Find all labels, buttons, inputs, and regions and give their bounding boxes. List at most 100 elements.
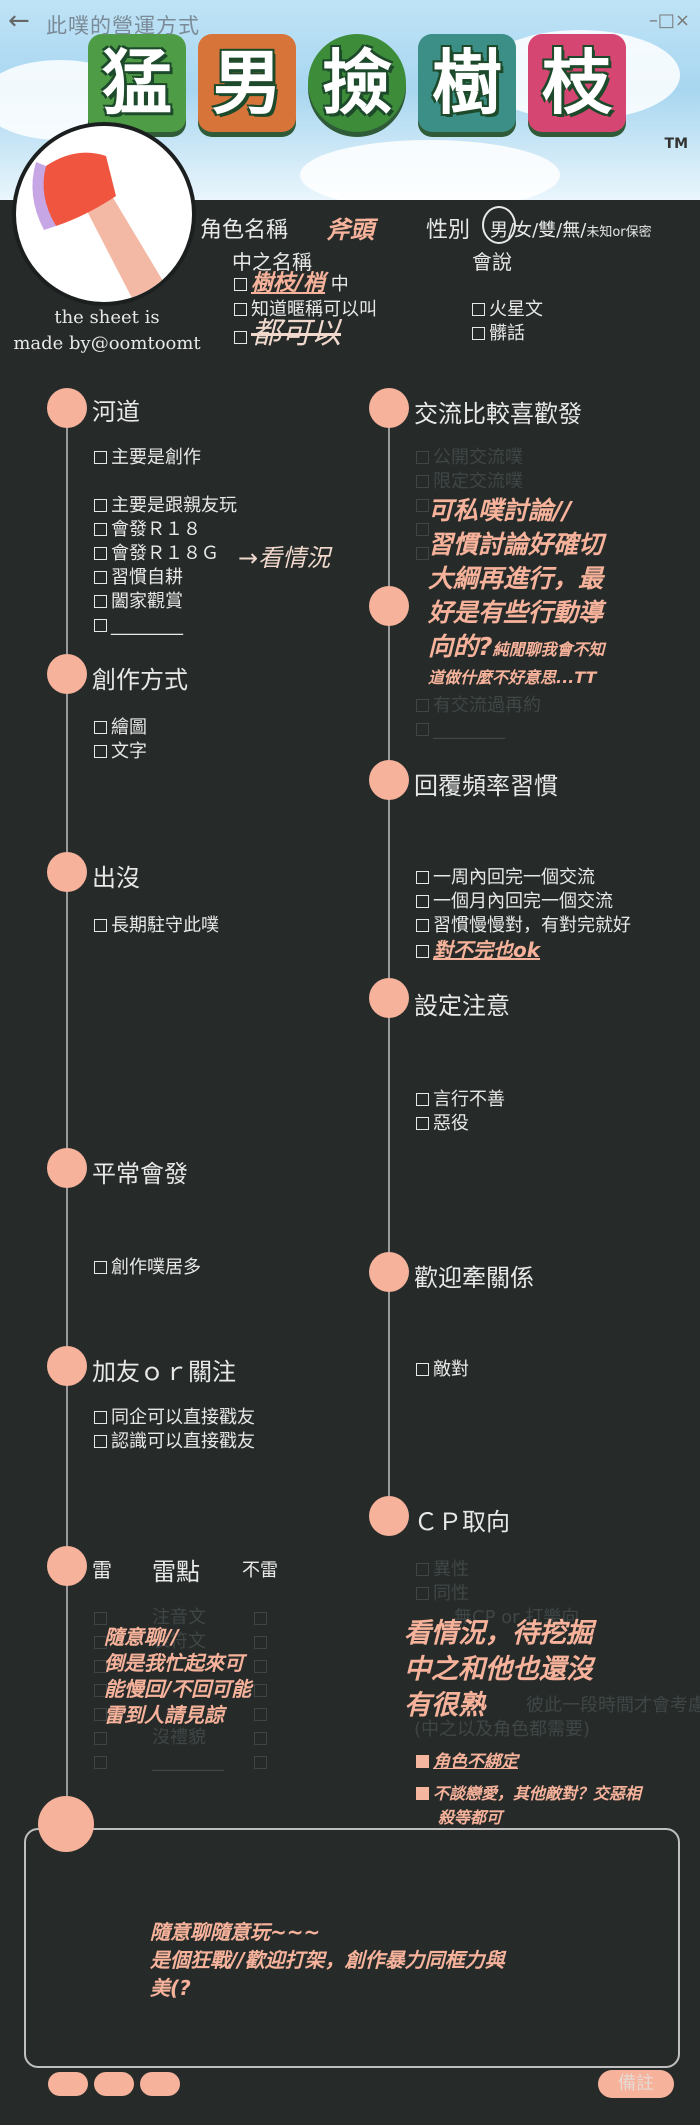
- speak-option[interactable]: 髒話: [472, 322, 525, 346]
- no-mine-checkbox[interactable]: [254, 1660, 267, 1673]
- left-timeline: [66, 410, 68, 1840]
- mine-checkbox[interactable]: [94, 1660, 107, 1673]
- axe-icon: [32, 152, 170, 302]
- cp-option[interactable]: 同性: [416, 1582, 469, 1606]
- no-mine-column-label: 不雷: [242, 1560, 278, 1581]
- arrow-left-icon[interactable]: ←: [8, 6, 30, 36]
- exchange-option[interactable]: 公開交流噗: [416, 446, 523, 470]
- page-button[interactable]: [48, 2072, 88, 2096]
- page-title: 此噗的營運方式: [46, 14, 200, 38]
- often-option[interactable]: 創作噗居多: [94, 1256, 201, 1280]
- cp-option[interactable]: 異性: [416, 1558, 469, 1582]
- mine-checkbox[interactable]: [94, 1732, 107, 1745]
- exchange-option[interactable]: [416, 542, 433, 566]
- nakanohito-label: 中之名稱: [232, 250, 312, 274]
- section-title-cp: ＣＰ取向: [414, 1508, 510, 1536]
- cp-dim-text: (中之以及角色都需要): [414, 1719, 591, 1740]
- memo-frame[interactable]: [24, 1828, 680, 2068]
- section-dot: [47, 654, 87, 694]
- no-mine-checkbox[interactable]: [254, 1636, 267, 1649]
- section-title-mine: 雷: [92, 1558, 112, 1582]
- river-option[interactable]: 主要是創作: [94, 446, 201, 470]
- exchange-option[interactable]: 有交流過再約: [416, 694, 541, 718]
- avatar: [12, 122, 196, 306]
- exchange-option[interactable]: ________: [416, 718, 505, 742]
- river-option[interactable]: 闔家觀賞: [94, 590, 183, 614]
- reply-option[interactable]: 對不完也ok: [416, 938, 540, 964]
- reply-option[interactable]: 一周內回完一個交流: [416, 866, 595, 890]
- page-button[interactable]: [94, 2072, 134, 2096]
- title-banner: 猛 男 撿 樹 枝 TM: [0, 0, 700, 200]
- window-controls[interactable]: –□×: [648, 10, 690, 31]
- cp-option[interactable]: 不談戀愛，其他敵對？交惡相: [416, 1782, 641, 1806]
- cloud-decoration: [300, 140, 560, 200]
- gender-unknown[interactable]: 未知or保密: [586, 225, 652, 240]
- section-title-often: 平常會發: [92, 1160, 188, 1188]
- mine-checkbox[interactable]: [94, 1756, 107, 1769]
- char-name-label: 角色名稱: [200, 218, 289, 243]
- friend-option[interactable]: 認識可以直接戳友: [94, 1430, 255, 1454]
- reply-option[interactable]: 一個月內回完一個交流: [416, 890, 613, 914]
- river-option[interactable]: 會發Ｒ１８: [94, 518, 201, 542]
- section-title-setting: 設定注意: [414, 992, 510, 1020]
- section-title-relation: 歡迎牽關係: [414, 1264, 534, 1292]
- section-dot: [369, 1496, 409, 1536]
- nakanohito-option[interactable]: 樹枝/梢 中: [234, 272, 349, 297]
- trademark-mark: TM: [664, 136, 688, 152]
- section-dot: [369, 978, 409, 1018]
- no-mine-checkbox[interactable]: [254, 1684, 267, 1697]
- mine-checkbox[interactable]: [94, 1708, 107, 1721]
- no-mine-checkbox[interactable]: [254, 1708, 267, 1721]
- river-option[interactable]: 會發Ｒ１８Ｇ: [94, 542, 219, 566]
- section-dot: [369, 760, 409, 800]
- friend-option[interactable]: 同企可以直接戳友: [94, 1406, 255, 1430]
- speak-option[interactable]: 火星文: [472, 298, 543, 322]
- cp-dim-text: 彼此一段時間才會考慮: [526, 1695, 700, 1716]
- exchange-option[interactable]: 限定交流噗: [416, 470, 523, 494]
- relation-option[interactable]: 敵對: [416, 1358, 469, 1382]
- section-dot: [369, 388, 409, 428]
- create-option[interactable]: 文字: [94, 740, 147, 764]
- nakanohito-option[interactable]: 知道暱稱可以叫: [234, 298, 377, 322]
- exchange-option[interactable]: [416, 518, 433, 542]
- mine-item: 注音文: [152, 1607, 206, 1628]
- section-title-friend: 加友ｏｒ關注: [92, 1358, 236, 1386]
- cp-option[interactable]: 無CP or 打樂向: [454, 1607, 580, 1628]
- setting-option[interactable]: 惡役: [416, 1112, 469, 1136]
- memo-text: 隨意聊隨意玩~~~ 是個狂戰//歡迎打架，創作暴力同框力與 美(?: [150, 1920, 505, 2000]
- reply-option[interactable]: 習慣慢慢對，有對完就好: [416, 914, 631, 938]
- river-annotation: →看情況: [238, 544, 331, 572]
- right-timeline: [388, 410, 390, 1520]
- gender-both[interactable]: 雙: [538, 220, 557, 241]
- setting-option[interactable]: 言行不善: [416, 1088, 505, 1112]
- section-dot: [47, 1346, 87, 1386]
- river-option[interactable]: ________: [94, 614, 183, 638]
- cp-option[interactable]: 角色不綁定: [416, 1750, 518, 1774]
- char-name-value[interactable]: 斧頭: [326, 216, 374, 244]
- memo-dot: [38, 1796, 94, 1852]
- create-option[interactable]: 繪圖: [94, 716, 147, 740]
- no-mine-checkbox[interactable]: [254, 1732, 267, 1745]
- appear-option[interactable]: 長期駐守此噗: [94, 914, 219, 938]
- page-button[interactable]: [140, 2072, 180, 2096]
- no-mine-checkbox[interactable]: [254, 1756, 267, 1769]
- section-dot: [47, 852, 87, 892]
- no-mine-checkbox[interactable]: [254, 1612, 267, 1625]
- section-dot: [47, 388, 87, 428]
- river-option[interactable]: 主要是跟親友玩: [94, 494, 237, 518]
- river-option[interactable]: 習慣自耕: [94, 566, 183, 590]
- nakanohito-option[interactable]: 都可以: [234, 319, 341, 350]
- section-dot: [369, 586, 409, 626]
- title-tile: 猛: [88, 34, 186, 132]
- gender-none[interactable]: 無: [562, 220, 581, 241]
- mine-checkbox[interactable]: [94, 1612, 107, 1625]
- section-title-reply: 回覆頻率習慣: [414, 772, 558, 800]
- title-tile: 男: [198, 34, 296, 132]
- exchange-option[interactable]: [416, 494, 433, 518]
- title-tile: 枝: [528, 34, 626, 132]
- gender-female[interactable]: 女: [514, 220, 533, 241]
- memo-button[interactable]: 備註: [598, 2070, 674, 2098]
- mine-checkbox[interactable]: [94, 1684, 107, 1697]
- section-dot: [47, 1148, 87, 1188]
- mine-checkbox[interactable]: [94, 1636, 107, 1649]
